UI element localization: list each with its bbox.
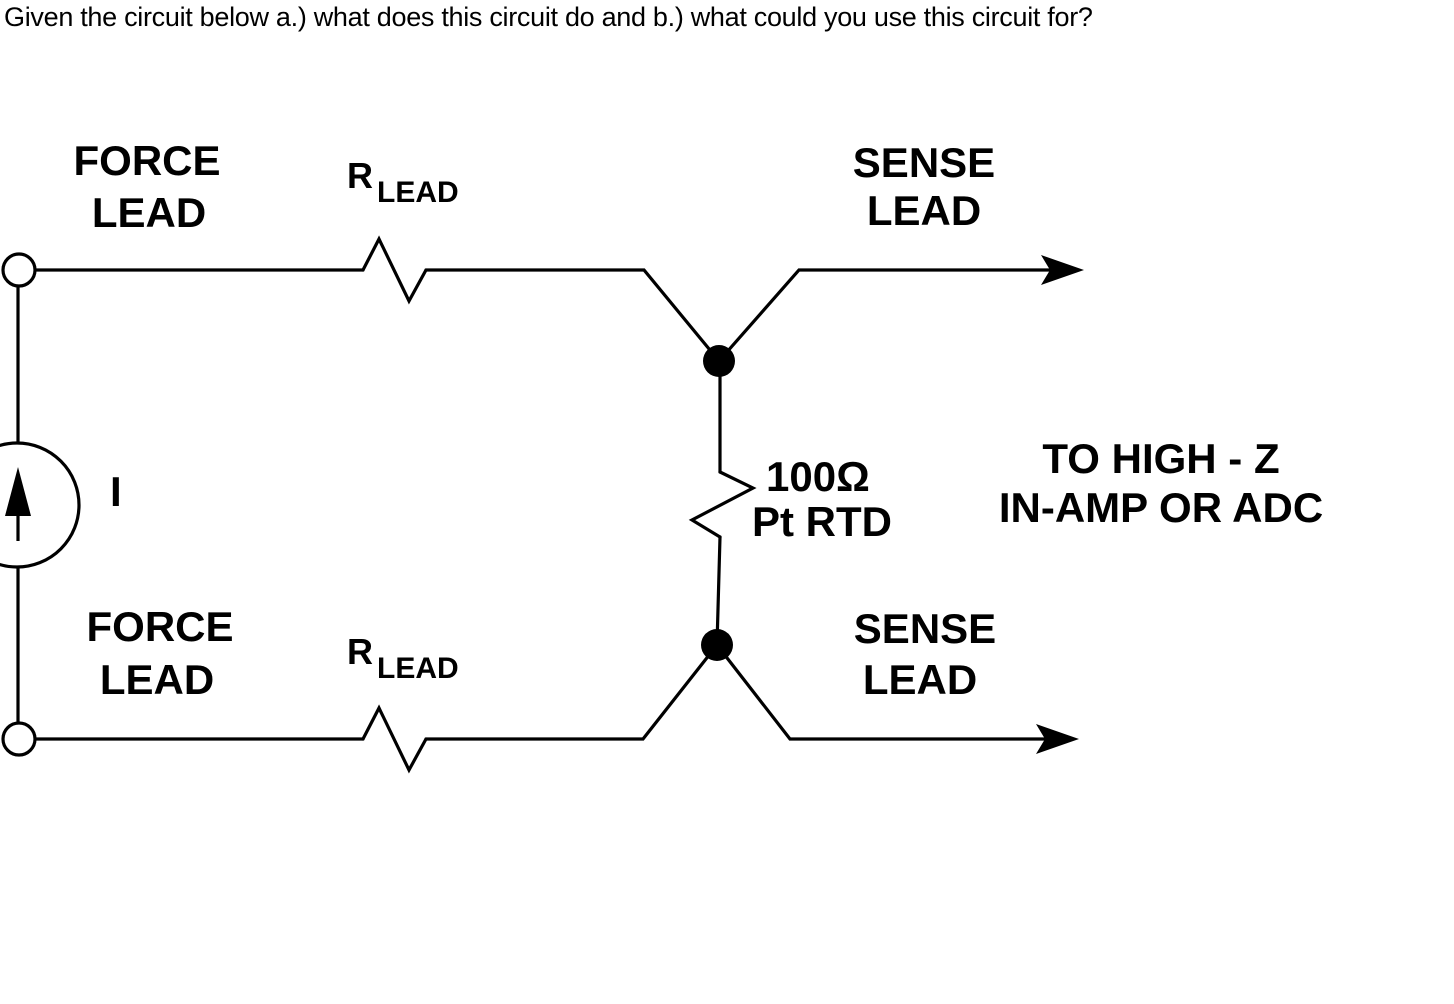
- sense-lead-bottom-label-line2: LEAD: [863, 656, 977, 703]
- lead-resistor-bottom-subscript: LEAD: [377, 652, 459, 685]
- question-text: Given the circuit below a.) what does th…: [4, 2, 1093, 32]
- current-source-label: I: [110, 468, 122, 515]
- force-lead-bottom-label-line1: FORCE: [87, 603, 234, 650]
- force-lead-top-label-line2: LEAD: [92, 189, 206, 236]
- sense-lead-bottom-label-line1: SENSE: [854, 605, 996, 652]
- lead-resistor-top-subscript: LEAD: [377, 176, 459, 209]
- current-source-arrow-icon: [5, 467, 31, 516]
- force-lead-bottom-label-line2: LEAD: [100, 656, 214, 703]
- sense-lead-top-wire: [717, 268, 1051, 363]
- junction-dot-top: [703, 345, 735, 377]
- rtd-resistor-symbol: [688, 470, 757, 539]
- bottom-wire-to-junction: [424, 643, 719, 741]
- force-lead-top-label-line1: FORCE: [74, 137, 221, 184]
- lead-resistor-bottom-label: R: [347, 631, 373, 672]
- output-label-line2: IN-AMP OR ADC: [999, 484, 1323, 531]
- sense-lead-top-label-line1: SENSE: [853, 139, 995, 186]
- rtd-name-label: Pt RTD: [752, 498, 892, 545]
- junction-dot-bottom: [701, 629, 733, 661]
- sense-lead-bottom-wire: [715, 643, 1046, 741]
- sense-lead-top-label-line2: LEAD: [867, 187, 981, 234]
- lead-resistor-top-symbol: [361, 235, 428, 305]
- lead-resistor-bottom-symbol: [361, 704, 428, 774]
- rtd-to-junction-wire: [715, 535, 722, 647]
- sense-top-arrow-icon: [1041, 255, 1084, 285]
- output-label-line1: TO HIGH - Z: [1042, 435, 1279, 482]
- terminal-bottom-circle: [1, 721, 37, 757]
- sense-bottom-arrow-icon: [1036, 724, 1079, 754]
- lead-resistor-top-label: R: [347, 155, 373, 196]
- terminal-top-circle: [1, 252, 37, 288]
- top-wire-to-junction: [424, 268, 721, 363]
- rtd-value-label: 100Ω: [766, 453, 870, 500]
